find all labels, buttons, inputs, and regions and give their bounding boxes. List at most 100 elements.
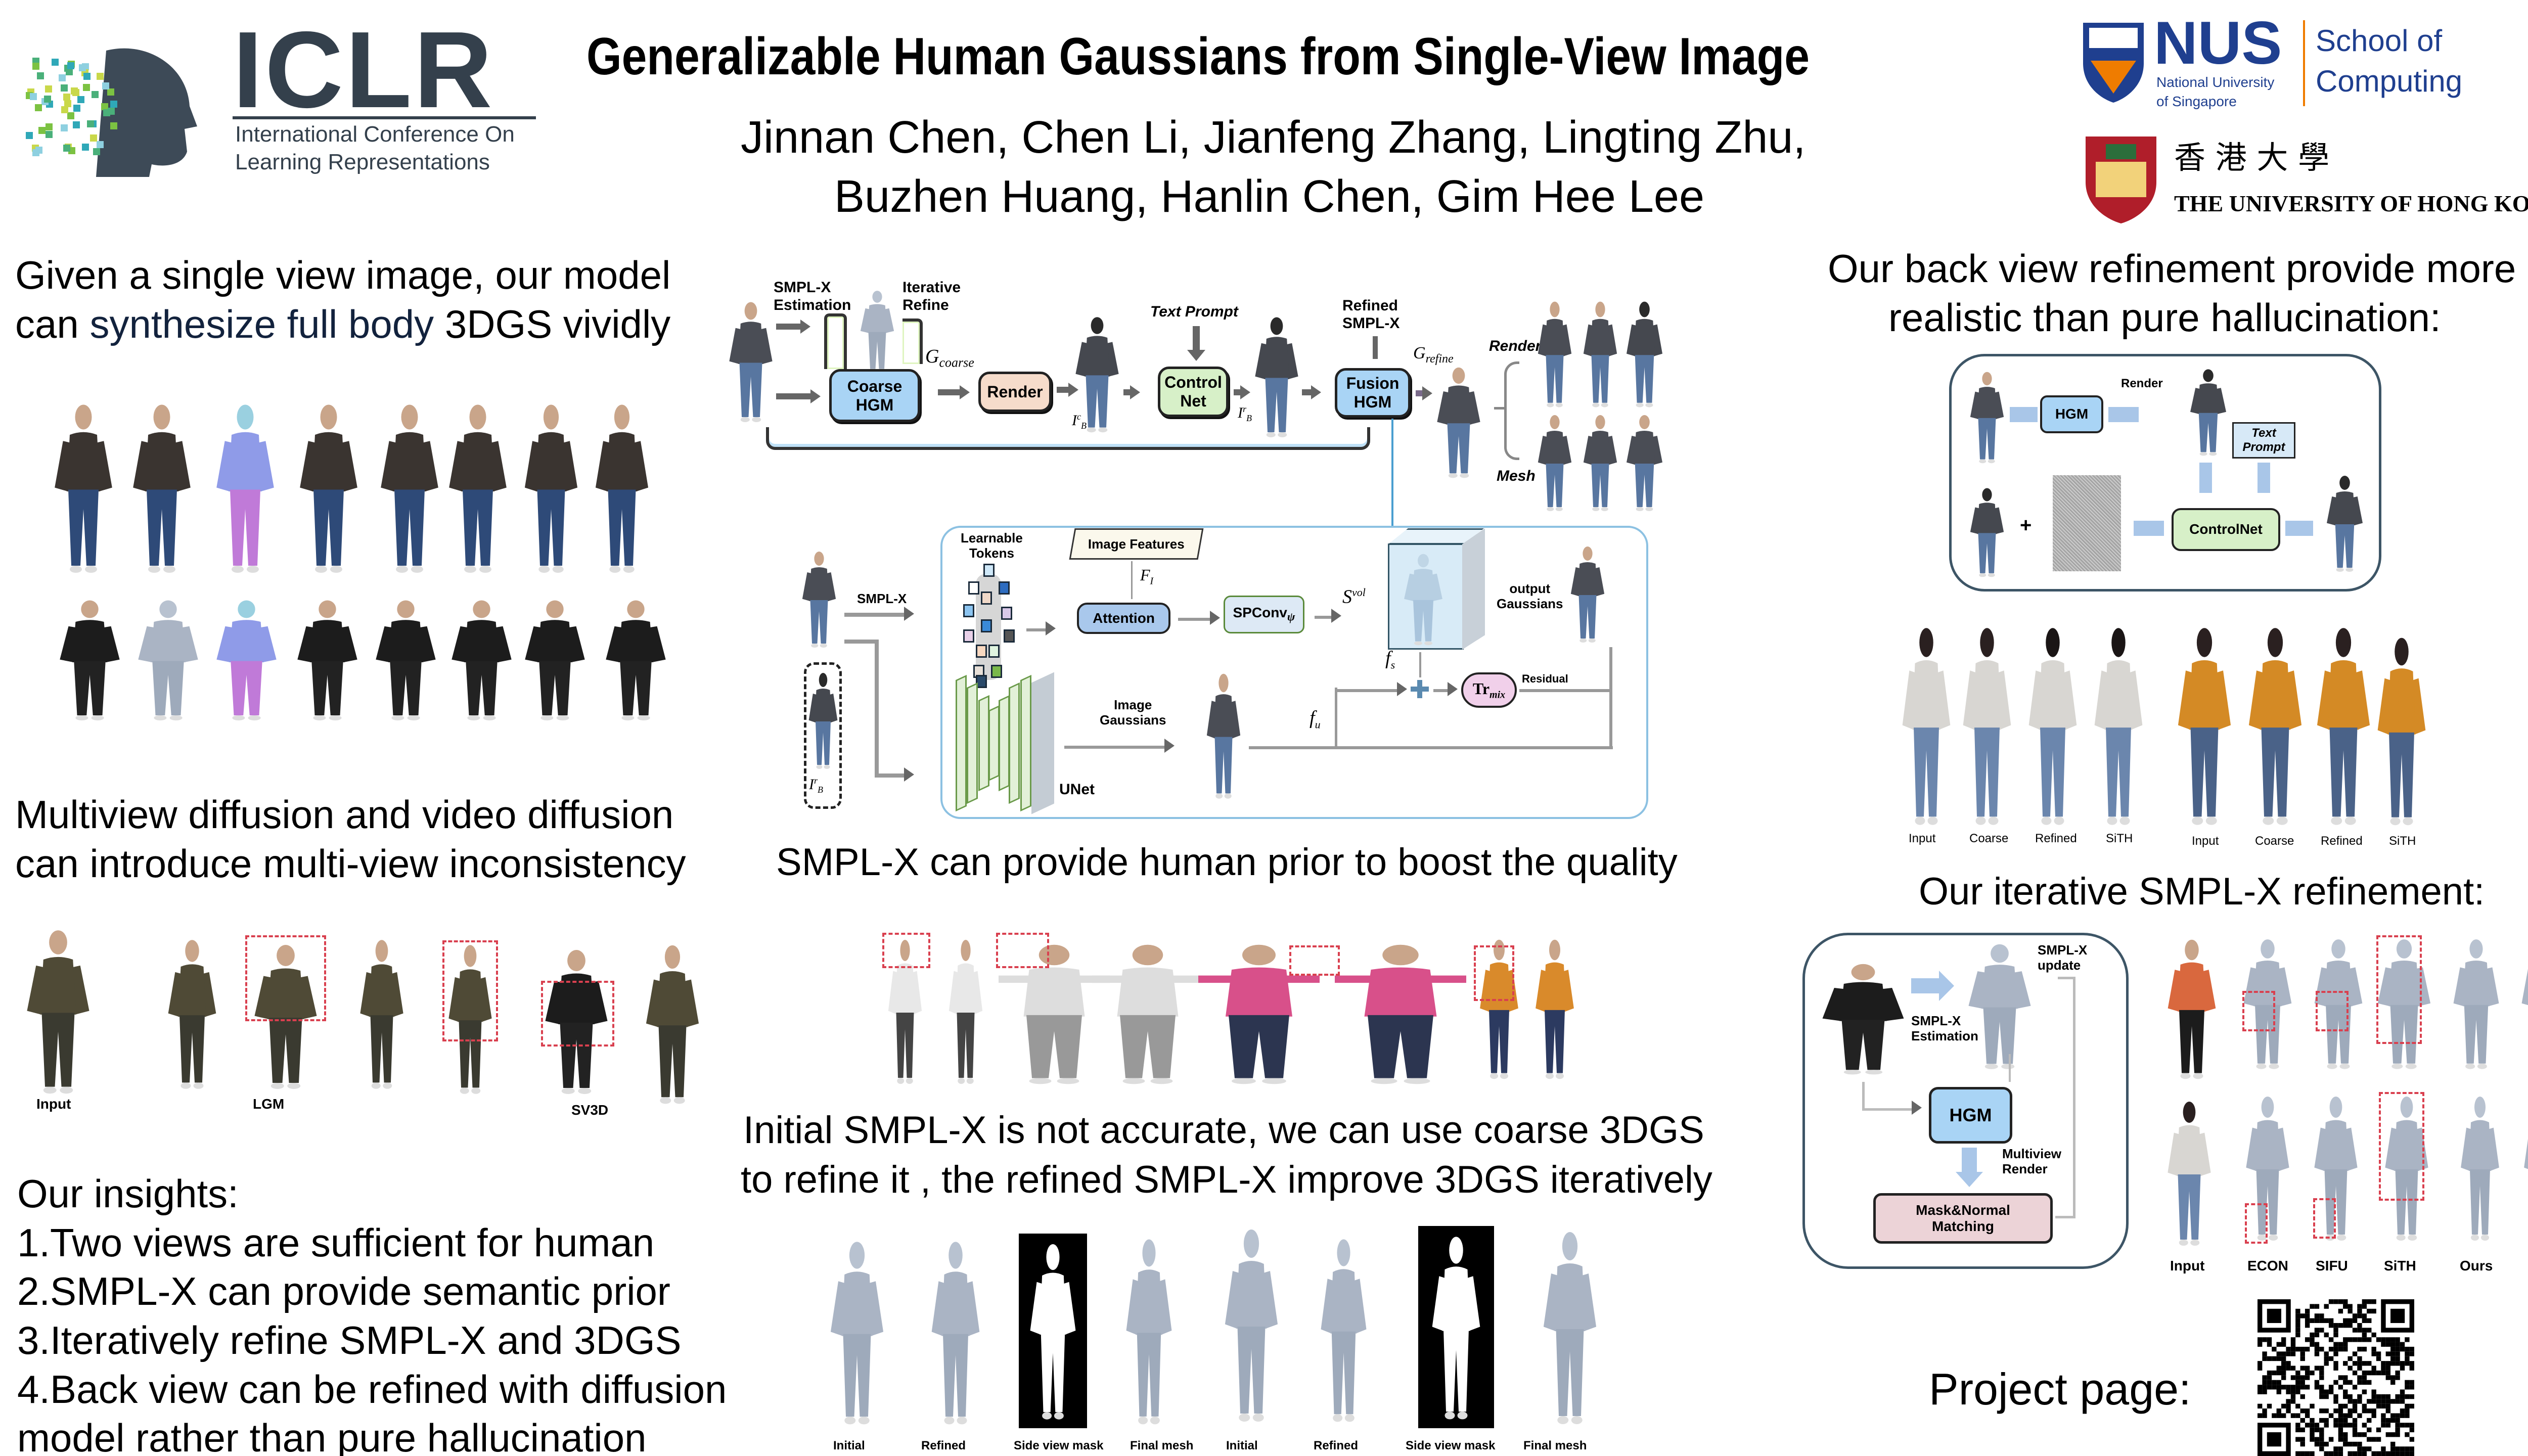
label-ibr: IrB	[1238, 404, 1252, 423]
person-figure	[2520, 935, 2528, 1072]
label-sith: SiTH	[2106, 832, 2133, 845]
person-figure	[2166, 935, 2217, 1082]
person-figure	[523, 399, 579, 576]
person-figure	[450, 597, 513, 723]
person-figure	[594, 399, 650, 576]
person-figure	[58, 597, 121, 723]
person-figure	[1534, 935, 1575, 1082]
person-figure	[215, 399, 276, 576]
label-initial: Initial	[833, 1439, 865, 1452]
person-figure	[829, 1236, 885, 1428]
label-input: Input	[2170, 1258, 2205, 1273]
hku-english-name: THE UNIVERSITY OF HONG KONG	[2174, 191, 2528, 216]
learnable-tokens-icon	[961, 564, 1016, 688]
person-figure	[25, 925, 91, 1097]
hgm-box: HGM	[2040, 395, 2103, 433]
person-figure	[2384, 1092, 2429, 1244]
label-f-s: fs	[1385, 648, 1395, 671]
label-lgm: LGM	[253, 1096, 285, 1112]
person-figure	[167, 935, 217, 1092]
label-input: Input	[1909, 832, 1936, 845]
label-f-i: FI	[1140, 566, 1154, 587]
intro-text-2a: can	[15, 302, 90, 346]
person-figure	[2326, 473, 2364, 574]
label-coarse: Coarse	[2255, 834, 2294, 848]
person-figure	[2166, 1097, 2212, 1249]
spconv-box: SPConvψ	[1224, 596, 1304, 633]
person-figure	[2376, 935, 2432, 1072]
side-view-mask	[1418, 1226, 1494, 1428]
label-residual: Residual	[1522, 672, 1568, 685]
person-figure	[2027, 622, 2078, 829]
nus-divider	[2303, 20, 2305, 106]
label-refined: Refined	[2035, 832, 2077, 845]
authors-line-1: Jinnan Chen, Chen Li, Jianfeng Zhang, Li…	[741, 112, 1806, 163]
label-refined: Refined	[2321, 834, 2363, 848]
project-page-qr-code[interactable]	[2255, 1299, 2417, 1456]
person-figure	[1969, 369, 2005, 465]
person-figure	[2245, 1092, 2290, 1244]
person-figure	[215, 597, 278, 723]
label-f-u: fu	[1310, 707, 1321, 731]
person-figure	[604, 597, 667, 723]
hgm-panel	[940, 526, 1648, 819]
person-figure	[1436, 364, 1481, 480]
person-figure	[1626, 412, 1663, 513]
inconsistency-text-2: can introduce multi-view inconsistency	[15, 841, 686, 886]
unet-icon	[956, 672, 1057, 814]
label-sifu: SIFU	[2316, 1258, 2348, 1273]
label-econ: ECON	[2247, 1258, 2288, 1273]
label-unet: UNet	[1059, 781, 1095, 798]
person-figure	[447, 399, 508, 576]
iterative-title: Our iterative SMPL-X refinement:	[1919, 870, 2485, 913]
project-page-label: Project page:	[1929, 1364, 2191, 1414]
person-figure	[645, 940, 700, 1107]
label-sith: SiTH	[2389, 834, 2416, 848]
person-figure	[53, 399, 114, 576]
nus-sub-2: of Singapore	[2156, 94, 2237, 109]
person-figure	[1335, 940, 1466, 1087]
label-side-view-mask: Side view mask	[1014, 1439, 1104, 1452]
person-figure	[1224, 1223, 1279, 1426]
label-coarse: Coarse	[1969, 832, 2009, 845]
person-figure	[1537, 298, 1572, 410]
person-figure	[131, 399, 192, 576]
person-figure	[801, 549, 837, 650]
person-figure	[2177, 622, 2232, 829]
label-input: Input	[2192, 834, 2219, 848]
person-figure	[1254, 313, 1299, 440]
intro-text-2c: 3DGS vividly	[434, 302, 671, 346]
label-s-vol: Svol	[1342, 586, 1366, 608]
prior-caption: SMPL-X can provide human prior to boost …	[776, 841, 1678, 884]
iclr-head-icon	[26, 48, 197, 177]
insight-5: model rather than pure hallucination	[17, 1416, 647, 1456]
person-figure	[379, 399, 440, 576]
iclr-logo: ICLR International Conference On Learnin…	[20, 15, 541, 182]
person-figure	[1969, 485, 2005, 579]
iclr-rule	[233, 116, 536, 119]
person-figure	[2189, 367, 2227, 458]
insight-2: 2.SMPL-X can provide semantic prior	[17, 1269, 670, 1313]
person-figure	[1125, 1234, 1173, 1428]
person-figure	[2313, 1092, 2359, 1244]
person-figure	[2452, 935, 2500, 1072]
nus-logo: NUS National University of Singapore Sch…	[2078, 9, 2482, 111]
label-ibr-hgm: IrB	[809, 776, 824, 795]
inconsistency-text-1: Multiview diffusion and video diffusion	[15, 792, 674, 837]
person-figure	[1074, 313, 1120, 435]
person-figure	[544, 945, 609, 1097]
nus-wordmark: NUS	[2154, 9, 2282, 77]
person-figure	[359, 935, 404, 1092]
label-ibc: IcB	[1072, 412, 1087, 431]
